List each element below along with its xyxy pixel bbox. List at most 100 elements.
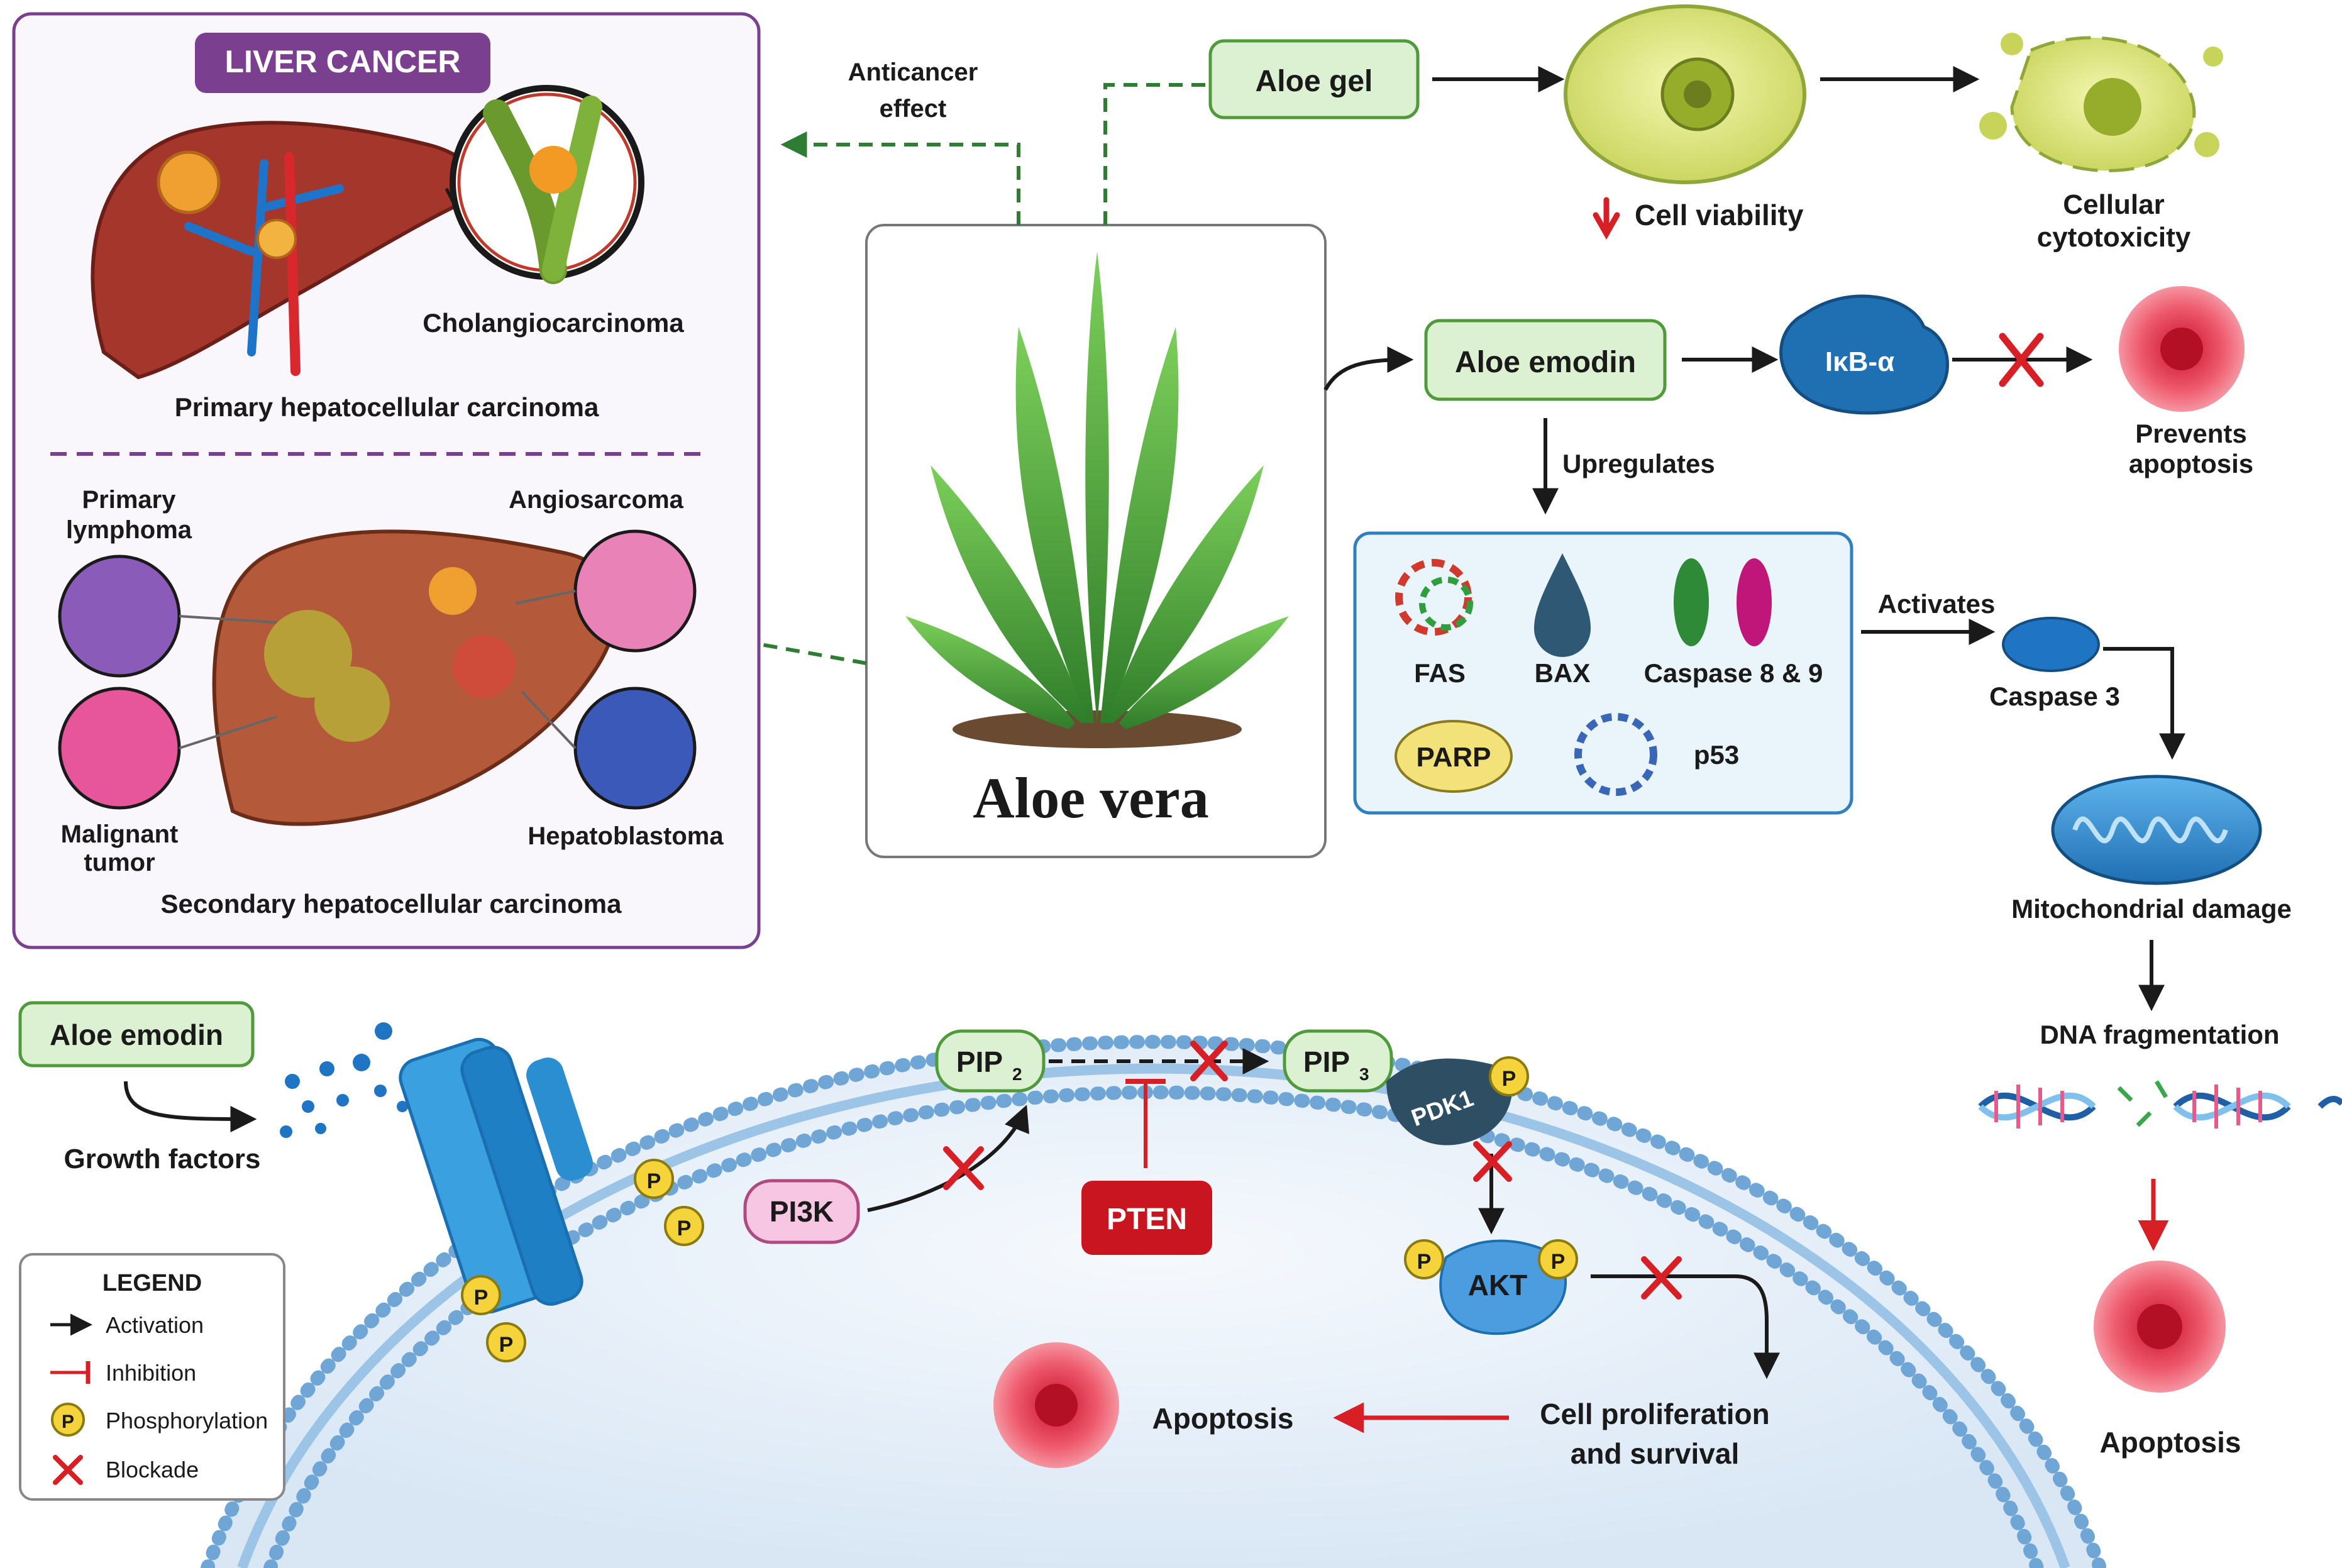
activates-label: Activates — [1878, 589, 1996, 619]
cytotoxicity-label-line1: Cellular — [2063, 189, 2164, 220]
growth-factors-label: Growth factors — [64, 1144, 261, 1174]
aloe-gel-label: Aloe gel — [1256, 65, 1373, 98]
aloe-emodin-branch: Aloe emodin IκB-α Prevents apoptosis Upr… — [1323, 286, 2342, 1459]
receptor-phospho-icons: P P P P — [461, 1159, 704, 1362]
healthy-cell-icon — [1564, 4, 1806, 184]
ikb-alpha-node — [1779, 294, 1949, 415]
akt-node — [1439, 1239, 1567, 1335]
angiosarcoma-micrograph-icon — [573, 529, 697, 653]
decrease-arrow-icon — [1593, 197, 1620, 240]
blockade-icon — [1999, 333, 2044, 387]
caspase9-icon — [1737, 558, 1772, 646]
pdk1-phospho-icon — [1489, 1056, 1529, 1096]
anticancer-label-line2: effect — [880, 95, 947, 123]
cholangiocarcinoma-zoom — [445, 85, 644, 284]
aloe-vera-label: Aloe vera — [973, 766, 1209, 830]
caspase3-label: Caspase 3 — [1989, 682, 2120, 711]
bax-label: BAX — [1535, 658, 1591, 688]
final-apoptosis-label: Apoptosis — [2100, 1426, 2241, 1459]
hepatoblastoma-label: Hepatoblastoma — [528, 822, 724, 850]
pathway-aloe-emodin-node — [18, 1001, 255, 1068]
aloe-gel-node — [1208, 39, 1420, 119]
final-apoptotic-cell-icon — [2094, 1261, 2226, 1393]
svg-text:P: P — [499, 1333, 514, 1357]
pip3-subscript: 3 — [1359, 1064, 1369, 1084]
svg-text:P: P — [474, 1286, 489, 1310]
pten-node — [1081, 1181, 1212, 1255]
prevents-apoptosis-line1: Prevents — [2135, 419, 2246, 448]
svg-text:P: P — [647, 1169, 661, 1193]
pi3k-node — [743, 1179, 860, 1244]
cell-viability-label: Cell viability — [1635, 199, 1804, 231]
liver-cancer-panel: LIVER CANCER Cholangiocarcinoma Primary … — [12, 12, 761, 949]
akt-label: AKT — [1468, 1269, 1528, 1301]
mitochondrial-damage-label: Mitochondrial damage — [2011, 894, 2292, 924]
pip2-node — [935, 1029, 1046, 1093]
akt-blockade-icon — [1641, 1256, 1682, 1300]
legend-activation-label: Activation — [106, 1312, 204, 1338]
akt-phospho-right-icon — [1538, 1239, 1578, 1279]
cell-body — [201, 1035, 2107, 1568]
caspase8-icon — [1674, 558, 1709, 646]
svg-text:P: P — [1502, 1067, 1516, 1091]
svg-text:P: P — [1551, 1250, 1566, 1274]
pip-blockade-icon — [1190, 1041, 1228, 1081]
lymphoma-micrograph-icon — [58, 555, 181, 678]
caspase89-label: Caspase 8 & 9 — [1644, 658, 1823, 688]
pdk1-blockade-icon — [1473, 1141, 1512, 1182]
lymphoma-label-line2: lymphoma — [66, 516, 192, 544]
primary-hcc-label: Primary hepatocellular carcinoma — [175, 392, 599, 422]
aloe-vera-panel: Aloe vera — [865, 224, 1327, 858]
aloe-emodin-label: Aloe emodin — [1455, 346, 1636, 379]
legend: LEGEND Activation Inhibition P Phosphory… — [19, 1253, 285, 1501]
p53-protein-icon — [1574, 713, 1657, 796]
dna-helix-icon — [1978, 1080, 2342, 1129]
pathway-aloe-emodin-label: Aloe emodin — [50, 1019, 223, 1051]
malignant-micrograph-icon — [58, 687, 181, 810]
cytotoxicity-label-line2: cytotoxicity — [2037, 222, 2191, 253]
prevents-apoptosis-line2: apoptosis — [2129, 449, 2253, 478]
apoptotic-cell-icon — [2119, 286, 2245, 412]
malignant-label-line1: Malignant — [61, 820, 179, 848]
pi3k-label: PI3K — [770, 1195, 834, 1228]
aloe-gel-branch: Aloe gel Cell viability Cellular cytotox… — [1103, 4, 2223, 253]
legend-blockade-icon — [53, 1455, 83, 1485]
lymphoma-label-line1: Primary — [82, 486, 177, 514]
ikb-alpha-label: IκB-α — [1825, 346, 1894, 377]
p53-label: p53 — [1694, 740, 1739, 770]
caspase3-icon — [2002, 617, 2100, 672]
pip3-label: PIP — [1303, 1046, 1350, 1078]
secondary-hcc-label: Secondary hepatocellular carcinoma — [161, 889, 622, 919]
hepatoblastoma-micrograph-icon — [573, 687, 697, 810]
receptor-icon — [399, 1037, 593, 1314]
pten-label: PTEN — [1107, 1203, 1187, 1236]
secondary-liver-illustration — [212, 529, 618, 826]
pip3-node — [1283, 1029, 1393, 1093]
legend-phospho-icon — [51, 1403, 85, 1437]
proliferation-label-line2: and survival — [1571, 1437, 1739, 1470]
legend-title: LEGEND — [102, 1270, 202, 1296]
pathway-apoptosis-label: Apoptosis — [1152, 1402, 1294, 1435]
bax-protein-icon — [1534, 553, 1591, 657]
fragmented-cell-icon — [1979, 33, 2223, 172]
angiosarcoma-label: Angiosarcoma — [509, 486, 684, 514]
pip2-subscript: 2 — [1012, 1064, 1022, 1084]
dna-fragmentation-label: DNA fragmentation — [2040, 1020, 2279, 1049]
fas-label: FAS — [1414, 658, 1466, 688]
pi3k-akt-pathway: Aloe emodin Growth factors P P P P PIP — [18, 1001, 1780, 1470]
aloe-emodin-node — [1424, 319, 1667, 401]
legend-inhibition-label: Inhibition — [106, 1360, 196, 1386]
membrane-outer — [201, 1035, 2107, 1568]
cholangiocarcinoma-label: Cholangiocarcinoma — [423, 308, 684, 338]
pip2-label: PIP — [956, 1046, 1003, 1078]
anticancer-label-line1: Anticancer — [848, 58, 978, 86]
growth-factor-particles-icon — [280, 1022, 408, 1138]
pdk1-node — [1386, 1058, 1513, 1146]
svg-text:P: P — [62, 1411, 74, 1432]
liver-cancer-title: LIVER CANCER — [224, 44, 460, 79]
parp-label: PARP — [1417, 742, 1491, 773]
anticancer-effect-connector: Anticancer effect — [760, 58, 1020, 665]
malignant-label-line2: tumor — [84, 849, 155, 876]
svg-text:P: P — [1417, 1250, 1432, 1274]
pathway-apoptotic-cell-icon — [993, 1342, 1119, 1468]
